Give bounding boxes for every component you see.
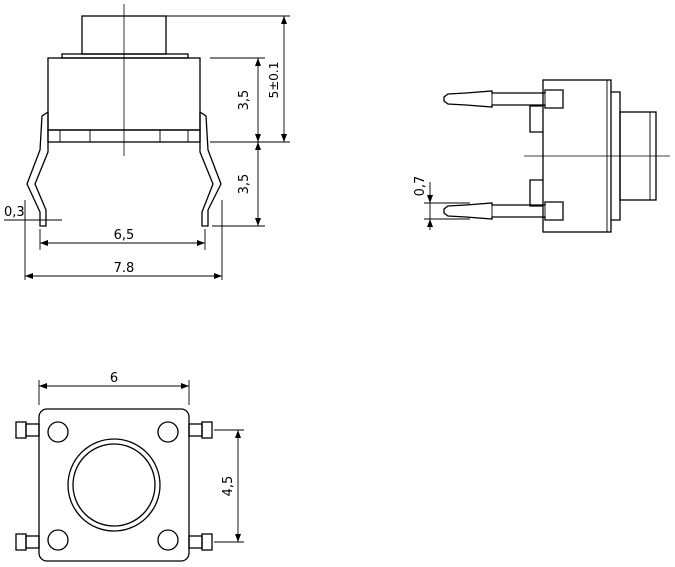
side-step-top: [529, 105, 543, 133]
side-step-bottom: [529, 179, 543, 207]
top-body: [38, 408, 190, 562]
corner-hole-bl: [47, 529, 69, 551]
dim-terminal-pitch-label: 4,5: [221, 476, 236, 497]
button-outer-ring: [67, 438, 161, 532]
dim-overall-width-label: 7.8: [114, 261, 135, 276]
side-housing: [542, 79, 612, 233]
dim-lead-length-label: 3,5: [237, 174, 252, 195]
dim-lead-pitch-label: 6,5: [114, 228, 135, 243]
corner-hole-tr: [157, 421, 179, 443]
side-lead-bottom: [443, 201, 564, 221]
front-extension-lines: [4, 15, 290, 280]
base-slots: [59, 130, 189, 142]
top-view: 6 4,5: [15, 371, 244, 562]
dim-total-height: 5±0.1: [267, 16, 287, 142]
dim-body-width: 6: [38, 371, 190, 405]
dim-terminal-pitch: 4,5: [214, 429, 244, 543]
dim-lead-length: 3,5: [237, 142, 261, 226]
corner-hole-tl: [47, 421, 69, 443]
dim-body-height: 3,5: [237, 58, 261, 142]
corner-hole-br: [157, 529, 179, 551]
dim-total-height-label: 5±0.1: [267, 62, 281, 99]
top-terminals: [15, 421, 213, 551]
side-view: 0,7: [413, 79, 670, 233]
dim-lead-width-label: 0,7: [413, 176, 428, 197]
dim-lead-thickness: 0,3: [4, 205, 25, 220]
right-lead: [199, 111, 222, 227]
left-lead: [26, 111, 49, 227]
side-lead-top: [443, 89, 564, 109]
side-actuator: [619, 111, 657, 201]
dim-lead-pitch: 6,5: [40, 228, 205, 246]
front-view: 3,5 5±0.1 3,5 0,3 6,5: [4, 4, 290, 280]
dim-body-width-label: 6: [110, 371, 118, 386]
dim-body-height-label: 3,5: [237, 90, 252, 111]
dim-overall-width: 7.8: [25, 261, 222, 279]
button-inner-ring: [72, 443, 156, 527]
dim-lead-width: 0,7: [413, 176, 470, 230]
dim-lead-thickness-label: 0,3: [4, 205, 25, 220]
